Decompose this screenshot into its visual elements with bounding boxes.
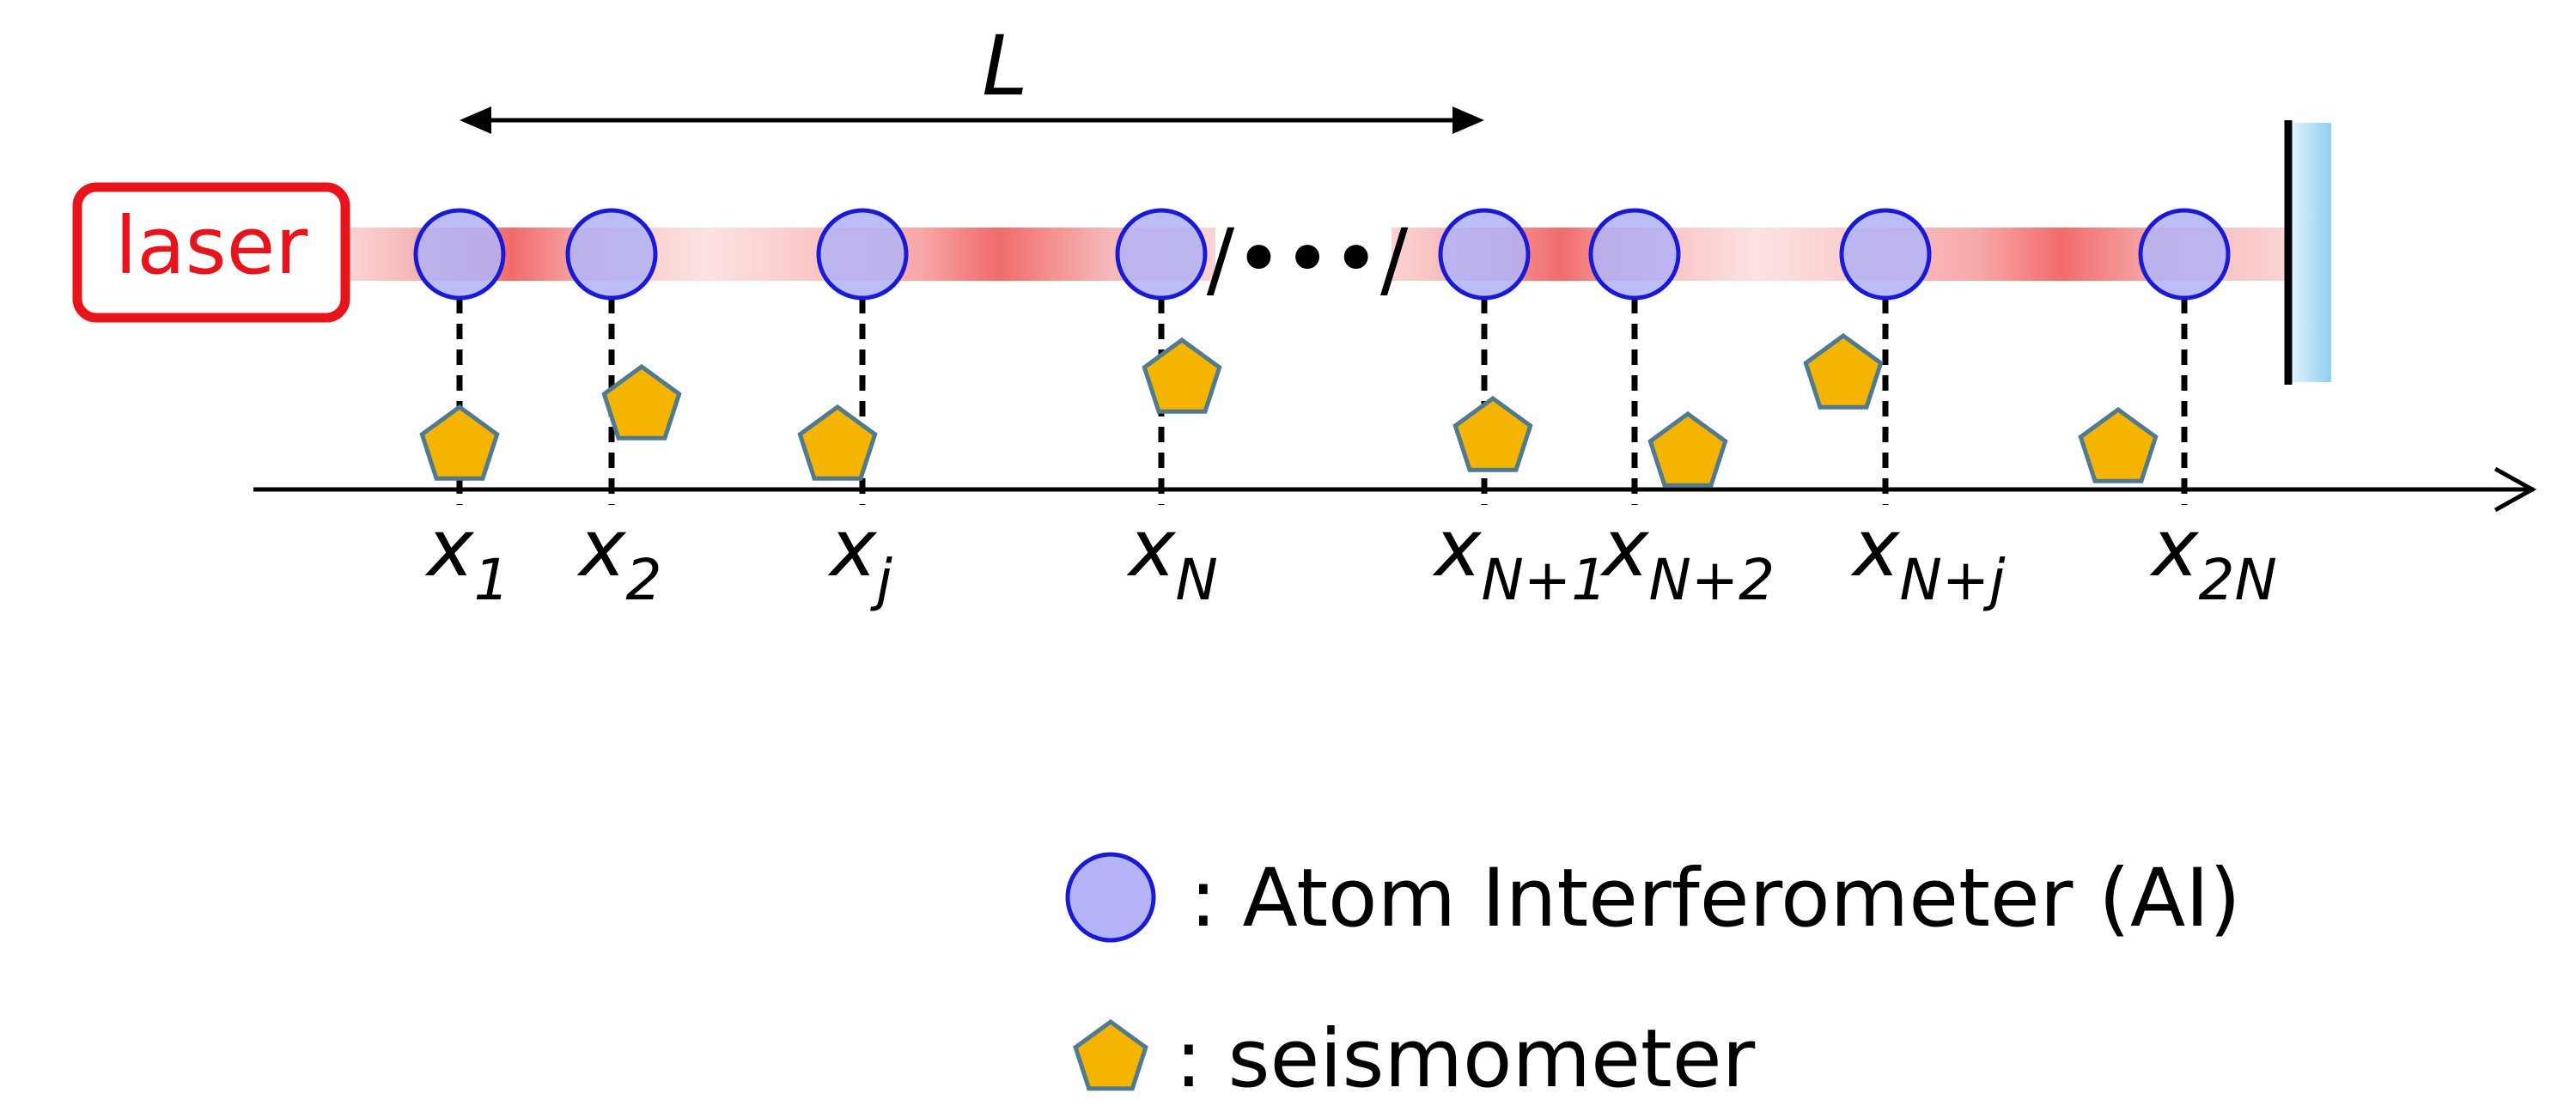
atom-interferometer-icon (2138, 208, 2231, 301)
atom-interferometer-icon (565, 208, 658, 301)
position-label: xN (1126, 502, 1218, 613)
position-label-subscript: N+1 (1481, 547, 1607, 613)
seismometer-icon (2078, 406, 2159, 483)
seismometer-icon (797, 404, 878, 481)
atom-interferometers (413, 208, 2231, 301)
position-label-base: x (424, 502, 475, 594)
dashed-drop-lines (456, 298, 2188, 505)
span-arrow: L (460, 18, 1484, 134)
atom-interferometer-icon (1115, 208, 1208, 301)
mirror-icon (2288, 123, 2331, 382)
seismometers (419, 332, 2159, 488)
atom-interferometer-icon (413, 208, 506, 301)
position-label: xN+1 (1432, 502, 1607, 613)
laser-beam-right (1392, 228, 2285, 281)
seismometer-icon (1073, 1018, 1148, 1091)
position-label-subscript: 2 (625, 547, 661, 613)
laser-box: laser (72, 182, 350, 323)
atom-interferometer-icon (816, 208, 909, 301)
position-label: xN+j (1850, 502, 2006, 613)
seismometer-icon (1803, 332, 1884, 410)
atom-interferometer-icon (1438, 208, 1531, 301)
position-label: xj (827, 502, 892, 613)
laser-label: laser (115, 200, 308, 292)
position-label-subscript: N+j (1899, 547, 2006, 613)
seismometer-icon (1142, 337, 1222, 414)
position-label: x2N (2149, 502, 2277, 613)
atom-interferometer-icon (1839, 208, 1932, 301)
atom-interferometer-icon (1588, 208, 1681, 301)
atom-interferometer-icon (1065, 852, 1156, 943)
position-label: x2 (576, 502, 661, 613)
arrowhead-right-icon (1452, 106, 1484, 134)
legend-atom-interferometer-label: : Atom Interferometer (AI) (1190, 852, 2241, 945)
position-label-subscript: 2N (2198, 547, 2276, 613)
position-axis (253, 466, 2537, 513)
ellipsis: /•••/ (1207, 211, 1409, 307)
position-label-subscript: 1 (473, 547, 509, 613)
laser-box-icon (72, 182, 350, 323)
seismometer-icon (1647, 410, 1728, 488)
mirror (2284, 120, 2331, 385)
legend: : Atom Interferometer (AI) : seismometer (1065, 852, 2241, 1106)
seismometer-icon (1452, 395, 1533, 472)
position-label: x1 (424, 502, 509, 613)
position-label-base: x (1850, 502, 1901, 594)
arrowhead-left-icon (460, 106, 491, 134)
position-label-subscript: N+2 (1648, 547, 1775, 613)
position-label-base: x (2149, 502, 2200, 594)
axis-arrowhead-icon (2494, 466, 2537, 513)
position-label-base: x (1599, 502, 1650, 594)
position-label-base: x (1432, 502, 1483, 594)
position-label-base: x (576, 502, 627, 594)
position-label-subscript: N (1175, 547, 1217, 613)
legend-seismometer-label: : seismometer (1175, 1012, 1756, 1106)
span-label-L: L (982, 18, 1027, 114)
seismometer-icon (419, 404, 500, 481)
position-label: xN+2 (1599, 502, 1775, 613)
seismometer-icon (601, 363, 682, 441)
position-label-base: x (1126, 502, 1177, 594)
position-label-base: x (827, 502, 878, 594)
